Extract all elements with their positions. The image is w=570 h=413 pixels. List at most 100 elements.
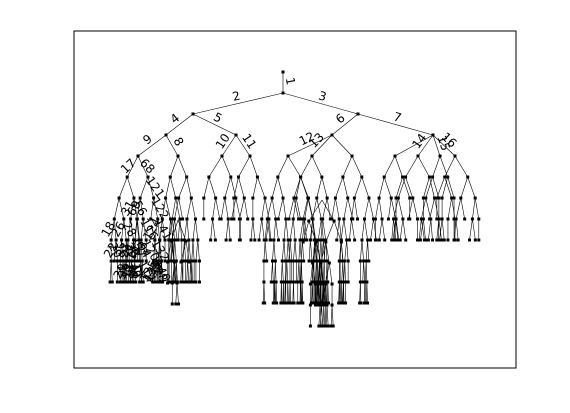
tree-node (181, 217, 185, 221)
tree-node (120, 280, 124, 284)
edge-label: 40 (124, 261, 144, 281)
tree-node (463, 217, 467, 221)
tree-edge (114, 218, 117, 241)
tree-node (132, 196, 136, 200)
tree-node (184, 259, 188, 263)
tree-edge (451, 197, 456, 220)
tree-edge (432, 134, 456, 157)
tree-edge (354, 176, 363, 199)
tree-node (263, 196, 267, 200)
tree-edge (278, 197, 284, 220)
tree-edge (233, 176, 239, 199)
tree-node (187, 238, 191, 242)
tree-edge (300, 281, 302, 304)
tree-node (276, 217, 280, 221)
tree-edge (293, 176, 301, 199)
tree-node (332, 219, 336, 223)
tree-node (297, 259, 301, 263)
tree-node (347, 238, 351, 242)
tree-node (166, 281, 170, 285)
tree-edge (250, 218, 254, 241)
tree-edge (341, 260, 344, 283)
tree-edge (110, 218, 115, 241)
tree-edge (224, 197, 229, 220)
tree-edge (316, 176, 323, 199)
tree-node (220, 154, 224, 158)
tree-edge (405, 155, 419, 178)
tree-node (339, 240, 343, 244)
tree-node (120, 238, 124, 242)
tree-edge (393, 197, 399, 220)
tree-node (267, 217, 271, 221)
tree-node (109, 259, 113, 263)
tree-edge (311, 281, 314, 304)
tree-node (350, 154, 354, 158)
tree-node (158, 238, 162, 242)
tree-node (308, 282, 312, 286)
tree-node (477, 238, 481, 242)
tree-edge (174, 261, 178, 284)
tree-edge (141, 260, 144, 283)
tree-edge (323, 260, 326, 283)
tree-node (333, 196, 337, 200)
tree-edge (322, 218, 327, 241)
tree-edge (367, 239, 370, 262)
tree-node (149, 217, 153, 221)
tree-edge (239, 197, 245, 220)
tree-edge (158, 260, 161, 283)
tree-node (386, 217, 390, 221)
tree-edge (257, 176, 266, 199)
edge-label: 2 (231, 89, 242, 104)
tree-edge (147, 176, 154, 199)
edge-label: 28 (120, 219, 140, 239)
tree-node (178, 217, 182, 221)
tree-node (314, 240, 318, 244)
tree-edge (264, 239, 267, 262)
tree-edge (265, 218, 270, 241)
tree-edge (192, 239, 195, 262)
tree-node (450, 196, 454, 200)
tree-node (373, 217, 377, 221)
tree-edge (137, 155, 149, 178)
tree-edge (212, 218, 216, 241)
tree-edge (430, 218, 433, 241)
tree-edge (275, 260, 277, 283)
tree-edge (122, 260, 125, 283)
tree-edge (373, 218, 377, 241)
tree-node (314, 259, 318, 263)
tree-edge (140, 218, 144, 241)
tree-node (117, 196, 121, 200)
tree-edge (432, 155, 441, 178)
tree-node (196, 238, 200, 242)
tree-edge (176, 260, 178, 283)
tree-edge (277, 176, 284, 199)
tree-edge (192, 218, 196, 241)
tree-edge (178, 176, 187, 199)
tree-node (372, 217, 376, 221)
tree-edge (364, 218, 368, 241)
tree-edge (174, 239, 177, 262)
tree-edge (192, 92, 284, 115)
tree-edge (139, 176, 149, 199)
tree-edge (114, 197, 120, 220)
tree-node (394, 238, 398, 242)
tree-node (452, 238, 456, 242)
tree-edge (267, 197, 273, 220)
tree-node (321, 217, 325, 221)
tree-edge (316, 260, 318, 283)
tree-node (144, 238, 148, 242)
tree-node (288, 238, 292, 242)
tree-node (136, 154, 140, 158)
tree-node (140, 259, 144, 263)
tree-node (366, 238, 370, 242)
tree-edge (383, 176, 392, 199)
tree-edge (282, 92, 359, 115)
tree-node (209, 238, 213, 242)
tree-edge (179, 218, 183, 241)
tree-edge (129, 260, 131, 283)
tree-node (174, 302, 178, 306)
tree-edge (208, 155, 223, 178)
tree-edge (341, 281, 343, 304)
tree-edge (212, 197, 216, 220)
tree-edge (314, 260, 317, 283)
